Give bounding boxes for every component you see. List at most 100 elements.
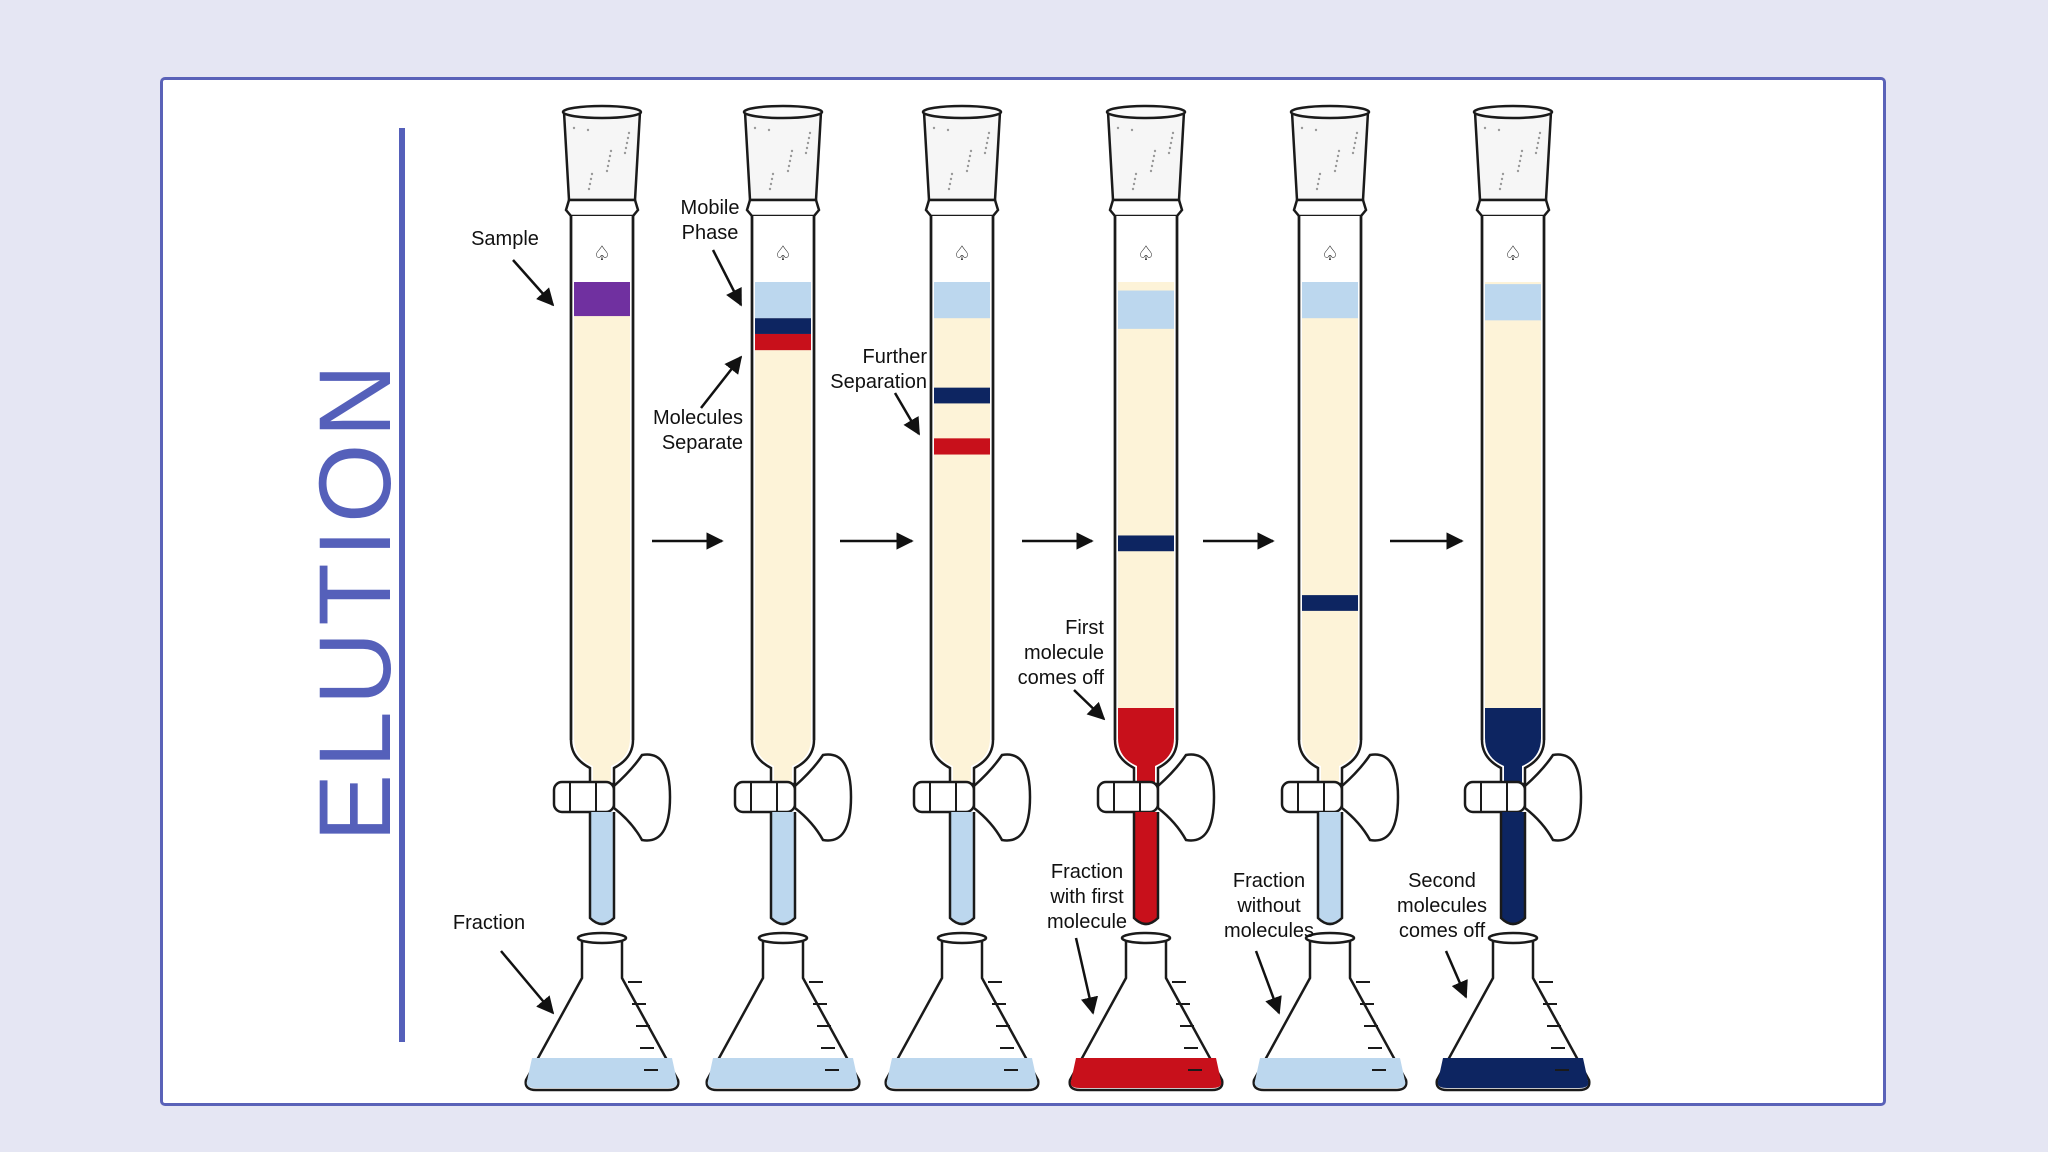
band-navy (755, 318, 811, 334)
reservoir-speckle (1315, 187, 1319, 191)
stationary-phase (934, 282, 990, 738)
joint-collar (1108, 198, 1184, 218)
reservoir-speckle (1516, 169, 1520, 173)
reservoir-speckle (1153, 149, 1157, 153)
flask-rim (757, 931, 809, 945)
label-line: Mobile (681, 197, 740, 219)
spade-icon: ♤ (953, 243, 971, 265)
reservoir-speckle (626, 136, 630, 140)
label-line: Molecules (653, 407, 743, 429)
mobile-phase-band (1302, 282, 1358, 319)
reservoir-speckle (1518, 159, 1522, 163)
reservoir-speckle (1499, 182, 1503, 186)
reservoir-speckle (1517, 164, 1521, 168)
reservoir (1290, 110, 1370, 202)
reservoir-speckle (1300, 126, 1304, 130)
reservoir-speckle (789, 154, 793, 158)
flask-fill (1070, 1058, 1222, 1088)
reservoir-speckle (608, 154, 612, 158)
flask-icon (1068, 938, 1224, 1092)
reservoir-speckle (1132, 182, 1136, 186)
reservoir (562, 110, 642, 202)
reservoir-speckle (787, 164, 791, 168)
reservoir-speckle (1519, 154, 1523, 158)
stopcock-handle (1523, 753, 1583, 842)
mobile-phase-band (755, 282, 811, 319)
flask-icon (705, 938, 861, 1092)
stopcock-icon (1096, 780, 1160, 814)
reservoir-speckle (1134, 172, 1138, 176)
reservoir-speckle (969, 149, 973, 153)
flask-rim (576, 931, 628, 945)
reservoir-speckle (587, 187, 591, 191)
reservoir-speckle (768, 187, 772, 191)
reservoir-speckle (1355, 131, 1359, 135)
reservoir-speckle (786, 169, 790, 173)
joint-collar (924, 198, 1000, 218)
label-line: Phase (682, 222, 739, 244)
flask-fill (1254, 1058, 1406, 1088)
reservoir-speckle (1317, 177, 1321, 181)
reservoir-speckle (609, 149, 613, 153)
label-fraction: Fraction (453, 912, 525, 934)
reservoir-speckle (1116, 126, 1120, 130)
stopcock-icon (1463, 780, 1527, 814)
reservoir-speckle (627, 131, 631, 135)
pointer-arrow (500, 950, 555, 1015)
column-bottom (934, 738, 990, 782)
reservoir-speckle (769, 182, 773, 186)
label-line: comes off (1018, 667, 1105, 689)
reservoir-speckle (1152, 154, 1156, 158)
mobile-phase-band (1118, 290, 1174, 329)
band-navy (1302, 595, 1358, 611)
reservoir-speckle (948, 182, 952, 186)
flask-icon (1435, 938, 1591, 1092)
reservoir-speckle (1483, 126, 1487, 130)
band-sample (574, 282, 630, 317)
reservoir-speckle (753, 126, 757, 130)
reservoir-rim (1472, 104, 1554, 120)
label-line: Fraction (1051, 861, 1123, 883)
stopcock-handle (1340, 753, 1400, 842)
mobile-phase-band (934, 282, 990, 319)
flask-fill (886, 1058, 1038, 1088)
pointer-arrow (512, 259, 555, 307)
reservoir-speckle (1536, 141, 1540, 145)
reservoir-speckle (1534, 151, 1538, 155)
reservoir-speckle (1167, 151, 1171, 155)
reservoir-speckle (1130, 128, 1134, 132)
columns: ♤♤♤♤♤♤ (524, 104, 1591, 1092)
reservoir-speckle (606, 164, 610, 168)
band-red (934, 438, 990, 455)
drain-stem (948, 812, 976, 926)
label-line: Separation (830, 371, 927, 393)
reservoir-speckle (1352, 146, 1356, 150)
spade-icon: ♤ (1504, 243, 1522, 265)
reservoir-speckle (1131, 187, 1135, 191)
bottom-fill-red (1118, 708, 1174, 738)
reservoir-speckle (607, 159, 611, 163)
joint-collar (1292, 198, 1368, 218)
spade-icon: ♤ (774, 243, 792, 265)
reservoir-speckle (1353, 141, 1357, 145)
label-line: without (1236, 895, 1301, 917)
column-bottom (1485, 738, 1541, 782)
stopcock-handle (612, 753, 672, 842)
reservoir-speckle (770, 177, 774, 181)
reservoir-speckle (805, 146, 809, 150)
reservoir-speckle (1316, 182, 1320, 186)
reservoir-speckle (788, 159, 792, 163)
reservoir-speckle (947, 187, 951, 191)
stopcock-icon (733, 780, 797, 814)
column-bottom (755, 738, 811, 782)
reservoir-speckle (1150, 164, 1154, 168)
reservoir-speckle (932, 126, 936, 130)
stationary-phase (1485, 282, 1541, 738)
pointer-arrow (711, 249, 743, 307)
reservoir-speckle (949, 177, 953, 181)
pointer-arrow (1074, 937, 1099, 1015)
reservoir-speckle (950, 172, 954, 176)
label-line: Fraction (1233, 870, 1305, 892)
